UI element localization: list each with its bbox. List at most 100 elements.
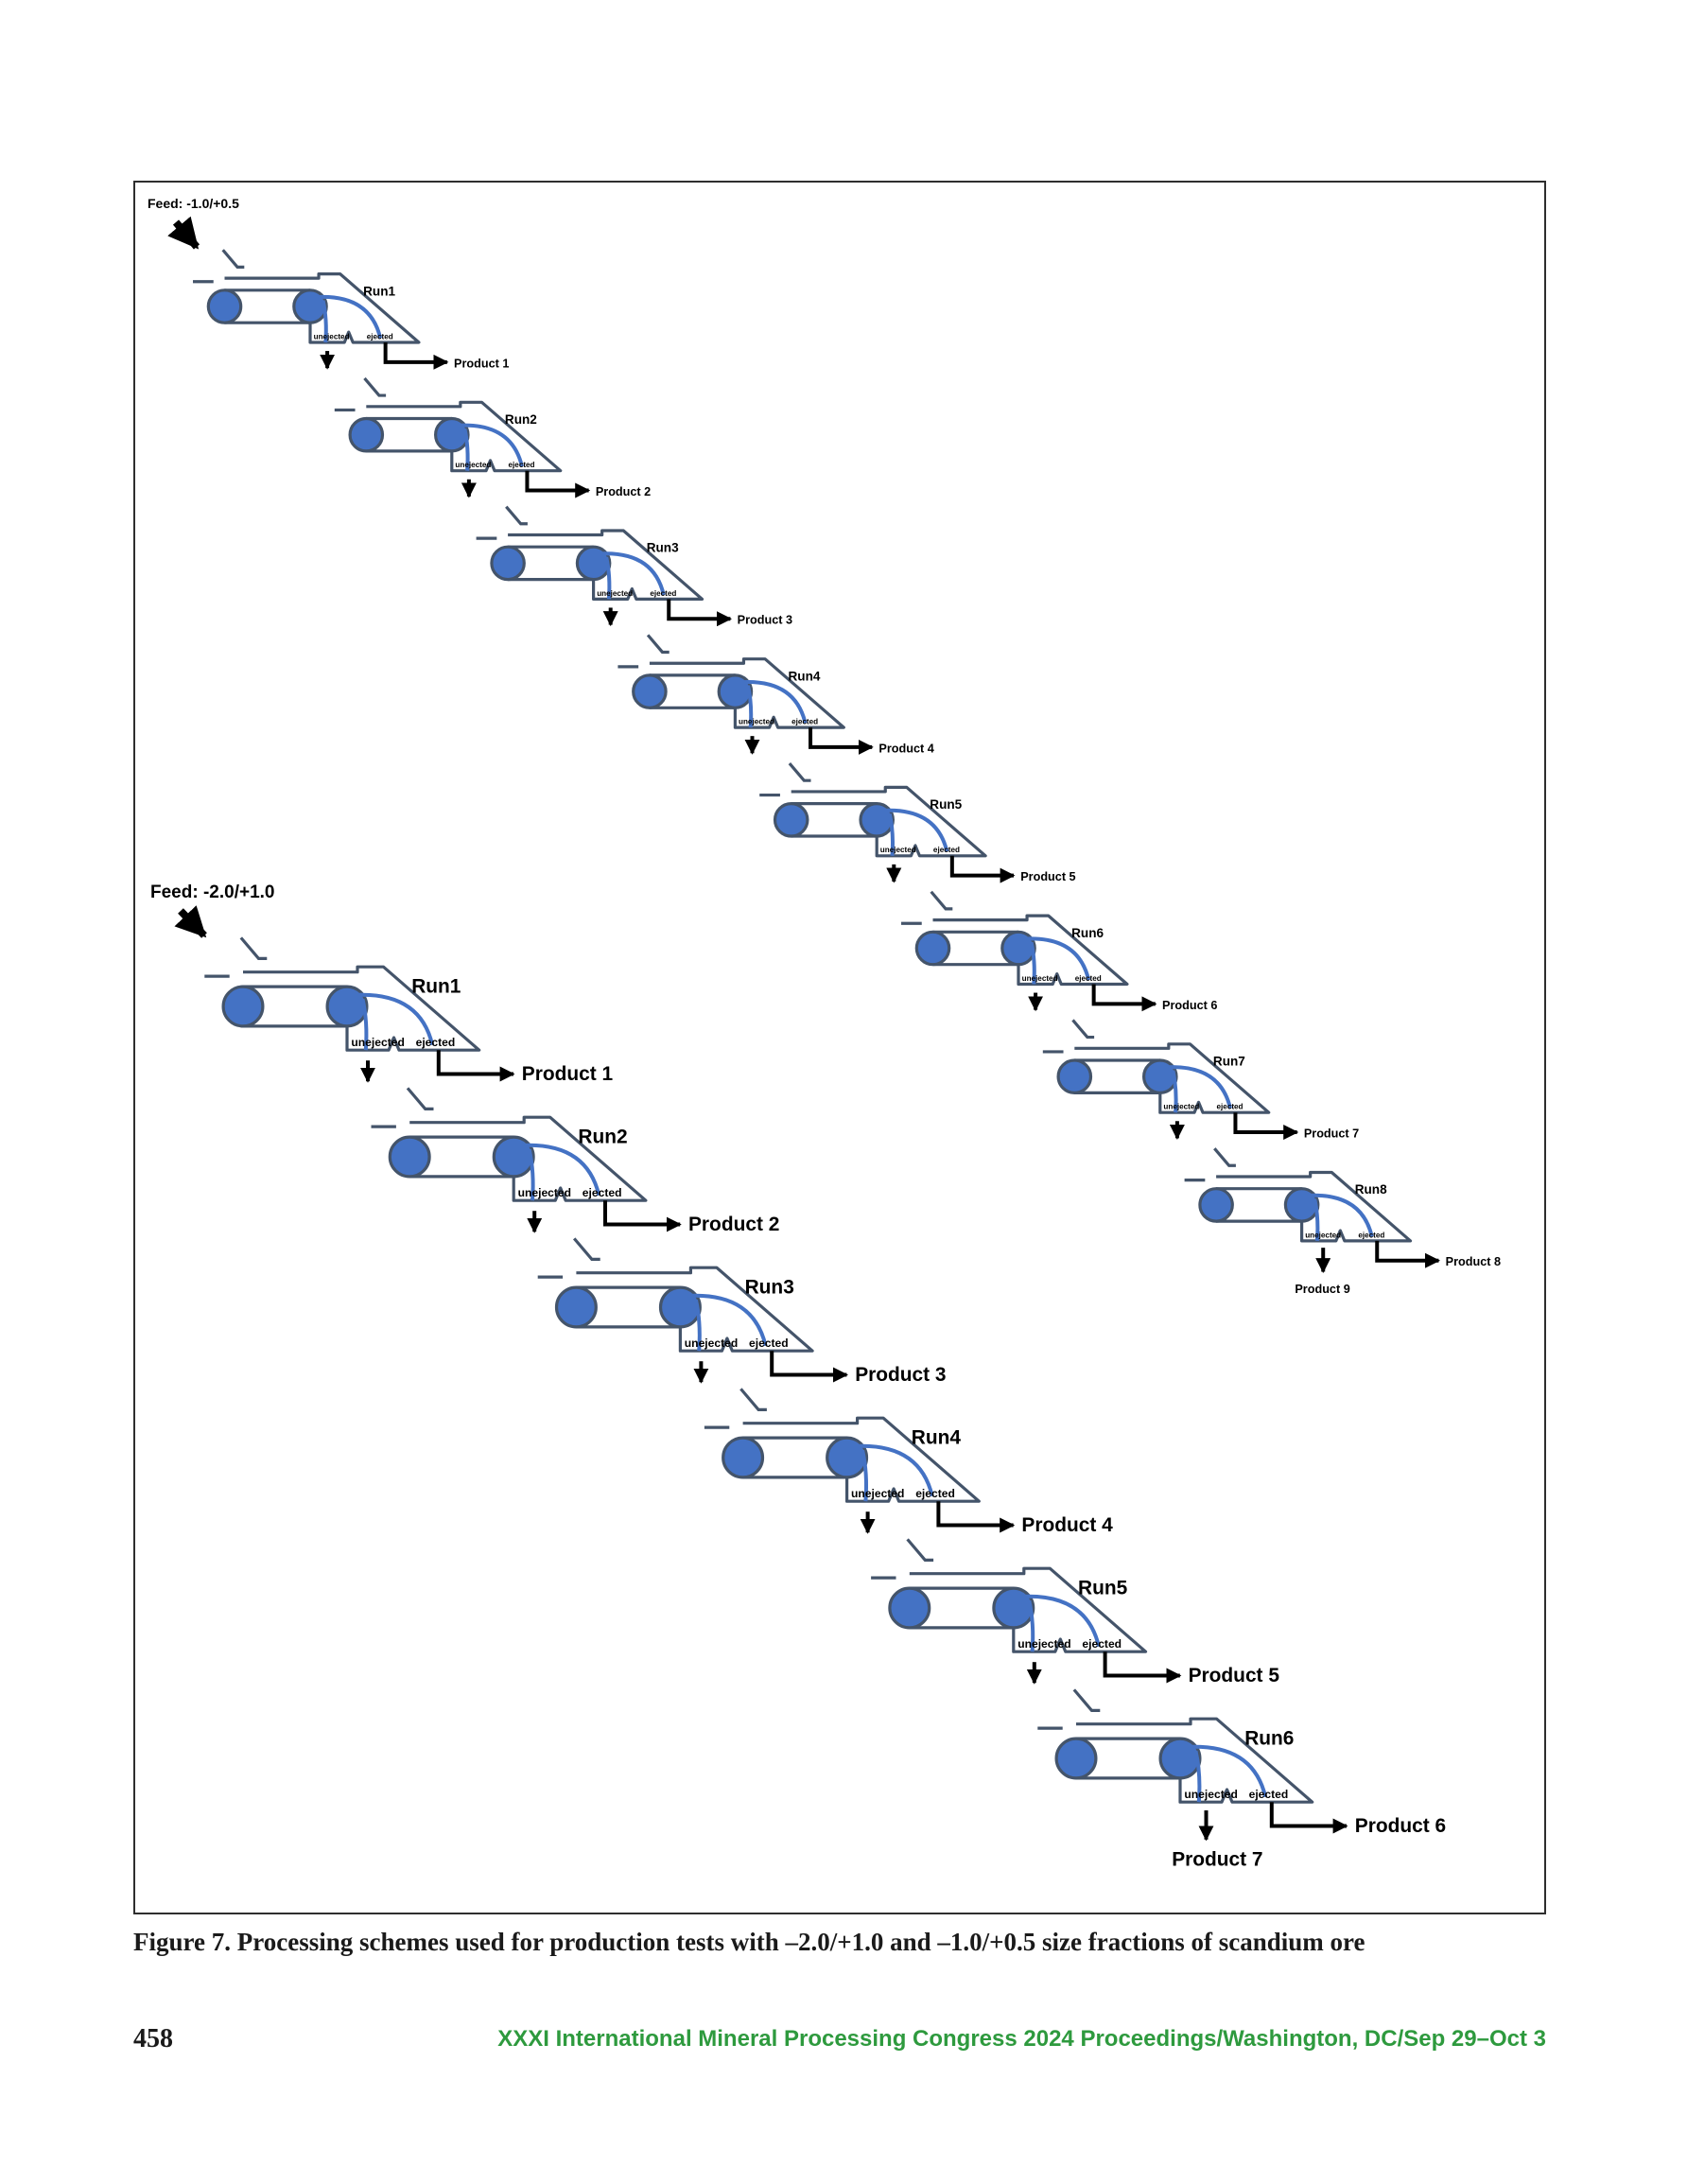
ejected-label: ejected (915, 1487, 955, 1500)
product-arrow (1091, 984, 1157, 1012)
unejected-trajectory (462, 428, 470, 471)
page-number: 458 (133, 2024, 173, 2053)
ejected-trajectory (1021, 1594, 1101, 1648)
product-arrow (809, 727, 874, 755)
product-label: Product 8 (1446, 1255, 1501, 1268)
ejected-trajectory (883, 808, 949, 852)
ejected-trajectory (741, 680, 808, 725)
product-arrow (1233, 1112, 1299, 1141)
unejected-trajectory (1029, 941, 1036, 985)
unejected-label: unejected (880, 846, 916, 854)
product-label: Product 5 (1189, 1665, 1280, 1686)
product-arrow (1103, 1651, 1182, 1684)
separator-housing (409, 1115, 648, 1202)
ejected-label: ejected (416, 1036, 456, 1049)
conveyor-roller (348, 416, 385, 453)
unejected-trajectory (746, 685, 754, 728)
run-label: Run6 (1071, 926, 1104, 940)
unejected-trajectory (604, 556, 612, 600)
conveyor-roller (221, 985, 265, 1028)
ejected-label: ejected (650, 589, 676, 598)
feed-hopper (505, 505, 528, 526)
feed-hopper (1071, 1019, 1095, 1040)
feed-hopper (1213, 1147, 1236, 1167)
product-label: Product 1 (454, 357, 509, 370)
feed-hopper (788, 762, 811, 782)
product-label: Product 6 (1355, 1815, 1446, 1837)
conveyor-roller (888, 1586, 931, 1630)
conveyor-roller (492, 1135, 535, 1179)
unejected-label: unejected (1305, 1231, 1341, 1239)
product-arrow (1269, 1802, 1348, 1834)
unejected-trajectory (1171, 1070, 1178, 1113)
separator-housing (224, 272, 421, 344)
run-label: Run4 (789, 669, 821, 683)
unejected-trajectory (360, 998, 369, 1051)
feed-hopper (1072, 1688, 1101, 1712)
ejected-label: ejected (791, 717, 818, 725)
final-product-label: Product 7 (1172, 1848, 1262, 1870)
product-label: Product 4 (1021, 1514, 1113, 1536)
separator-housing (742, 1416, 981, 1503)
feed-hopper (221, 249, 245, 269)
separator-housing (932, 914, 1129, 987)
unejected-trajectory (693, 1299, 702, 1352)
conveyor-roller (388, 1135, 431, 1179)
run-label: Run3 (647, 541, 679, 555)
ejected-label: ejected (933, 846, 960, 854)
unejected-label: unejected (1184, 1788, 1237, 1801)
ejected-label: ejected (1082, 1637, 1122, 1651)
conveyor-roller (1158, 1737, 1202, 1780)
conveyor-roller (992, 1586, 1035, 1630)
separator-housing (909, 1566, 1148, 1653)
product-arrow (936, 1501, 1016, 1533)
ejected-trajectory (317, 294, 383, 339)
separator-housing (242, 965, 481, 1052)
product-label: Product 7 (1304, 1127, 1359, 1140)
run-label: Run4 (912, 1427, 962, 1449)
conveyor-roller (490, 545, 526, 582)
run-label: Run7 (1213, 1054, 1245, 1068)
unejected-label: unejected (851, 1487, 904, 1500)
unejected-label: unejected (739, 717, 774, 725)
run-label: Run6 (1244, 1728, 1294, 1750)
unejected-trajectory (321, 300, 328, 343)
feed-label: Feed: -1.0/+0.5 (148, 196, 239, 211)
product-arrow (436, 1050, 515, 1082)
ejected-trajectory (521, 1143, 601, 1197)
unejected-trajectory (1027, 1599, 1035, 1652)
ejected-trajectory (1188, 1744, 1268, 1798)
ejected-label: ejected (1249, 1788, 1289, 1801)
separator-housing (649, 657, 845, 729)
ejected-label: ejected (1075, 974, 1102, 983)
product-label: Product 4 (878, 742, 933, 755)
conveyor-roller (722, 1436, 765, 1479)
separator-housing (1216, 1170, 1413, 1243)
separator-housing (576, 1266, 814, 1353)
unejected-label: unejected (518, 1186, 571, 1199)
unejected-label: unejected (351, 1036, 404, 1049)
product-arrow (770, 1351, 849, 1383)
ejected-trajectory (458, 423, 524, 467)
run-label: Run5 (1078, 1578, 1128, 1599)
unejected-trajectory (1313, 1198, 1320, 1242)
ejected-trajectory (355, 992, 435, 1046)
conveyor-roller (826, 1436, 869, 1479)
conveyor-roller (914, 930, 951, 967)
product-label: Product 1 (522, 1063, 614, 1085)
unejected-label: unejected (1022, 974, 1058, 983)
final-product-label: Product 9 (1295, 1283, 1349, 1296)
feed-hopper (363, 376, 387, 397)
